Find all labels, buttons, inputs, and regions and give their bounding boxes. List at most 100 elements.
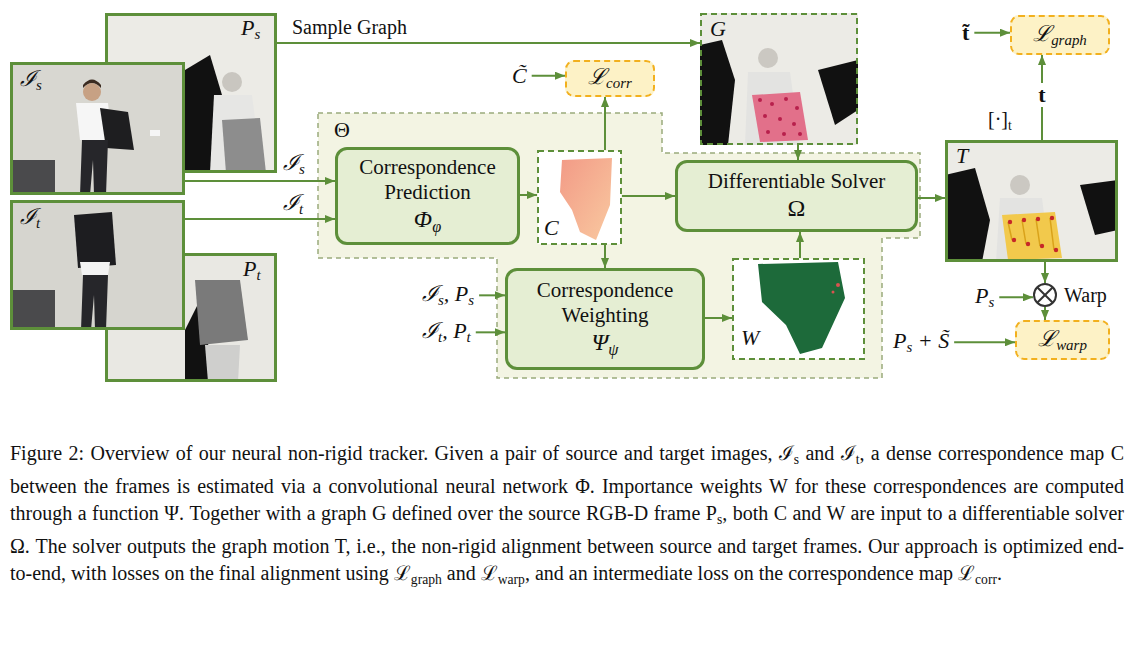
subscript: warp [498,572,525,587]
weight-map [733,259,864,359]
math-label: t̃ [962,20,969,45]
input-arrow [476,331,505,333]
math-label: ℐs, Ps [422,281,474,310]
connector-arrow [277,42,700,44]
symbol-label: W [741,325,759,350]
subscript: t [1008,118,1012,133]
process-box: Correspondence PredictionΦφ [335,147,520,245]
caption-block: Figure 2: Overview of our neural non-rig… [10,440,1124,593]
operator-label: Warp [1064,283,1107,307]
symbol-label: T [956,143,968,168]
subscript: t [438,329,442,345]
symbol-label: Ps [241,15,260,44]
subscript: s [906,339,912,355]
connector-arrow [520,194,537,196]
math-label: C̃ [512,63,527,88]
text-anchor: t̃ [962,20,969,45]
text-anchor: ℐs, Ps [422,281,474,310]
box-symbol: Ψψ [591,328,618,359]
text-anchor: T [956,143,968,168]
image-panel: Ps [105,13,277,173]
input-arrow [532,75,565,77]
input-arrow [974,32,1010,34]
subscript: ψ [608,340,618,359]
symbol-label: Pt [243,256,261,285]
subscript: graph [411,572,442,587]
correspondence-map [538,151,621,244]
symbol-label: ℐt [20,204,40,233]
box-symbol: Φφ [414,205,441,236]
warp-symbol [1034,284,1056,306]
text-anchor: Pt [243,256,261,285]
image-panel: ℐt [10,200,185,330]
text-anchor: W [741,325,759,350]
subscript: s [299,161,305,177]
text-anchor: Sample Graph [292,16,407,39]
symbol-label: ℐs [20,66,42,95]
subscript: φ [432,217,441,236]
symbol-label: G [710,16,726,41]
process-box: Correspondence WeightingΨψ [505,268,705,370]
subscript: t [256,267,260,283]
text-anchor: C [544,215,559,240]
connector-arrow [604,245,606,268]
subscript: s [717,512,722,527]
subscript: corr [975,572,997,587]
symbol-label: C [544,215,559,240]
subscript: s [468,292,474,308]
image-panel: ℐs [10,62,185,195]
subscript: s [36,77,42,93]
text-anchor: t [1035,83,1048,107]
edge-label: Sample Graph [292,16,407,39]
target-photo [10,200,185,330]
image-panel: G [700,13,858,145]
box-heading: Correspondence Prediction [346,155,509,205]
input-arrow [479,294,505,296]
subscript: t [299,201,303,217]
source-photo [10,62,185,195]
warp-operator: Warp [1033,283,1057,307]
connector-arrow [1044,307,1046,320]
image-panel: T [945,140,1118,262]
subscript: s [794,452,799,467]
input-arrow [999,296,1033,298]
connector-arrow [705,317,732,319]
loss-box: ℒgraph [1010,15,1110,55]
feature-map: W [732,258,865,360]
text-anchor: ℐt [20,204,40,233]
feature-map: C [537,150,622,245]
subscript: graph [1051,32,1087,48]
subscript: t [467,329,471,345]
text-anchor: Θ [334,117,350,142]
loss-name: ℒwarp [1038,326,1087,355]
text-anchor: C̃ [512,63,527,88]
subscript: s [438,292,444,308]
graph-image [700,13,858,145]
edge-label: t [1035,83,1048,107]
loss-name: ℒgraph [1033,21,1087,50]
text-anchor: Ps [241,15,260,44]
image-panel: Pt [105,253,277,382]
box-heading: Differentiable Solver [708,169,885,194]
loss-name: ℒcorr [588,64,632,93]
text-anchor: ℐt, Pt [422,318,471,347]
loss-box: ℒwarp [1015,320,1110,360]
connector-arrow [1044,262,1046,283]
connector-arrow [918,197,945,199]
connector-arrow [185,218,335,220]
network-group: ΘCorrespondence PredictionΦφCCorresponde… [318,113,920,378]
text-anchor: ℐs [20,66,42,95]
theta-region [318,113,920,378]
connector-arrow [604,97,606,150]
process-box: Differentiable SolverΩ [675,160,918,232]
box-symbol: Ω [788,194,806,223]
symbol-label: Θ [334,117,350,142]
subscript: corr [606,76,632,92]
text-anchor: ℐt [283,190,303,219]
math-label: ℐt, Pt [422,318,471,347]
text-anchor: [·]t [988,108,1012,134]
text-anchor: ℐs [283,150,305,179]
text-anchor: G [710,16,726,41]
math-label: [·]t [988,108,1012,134]
